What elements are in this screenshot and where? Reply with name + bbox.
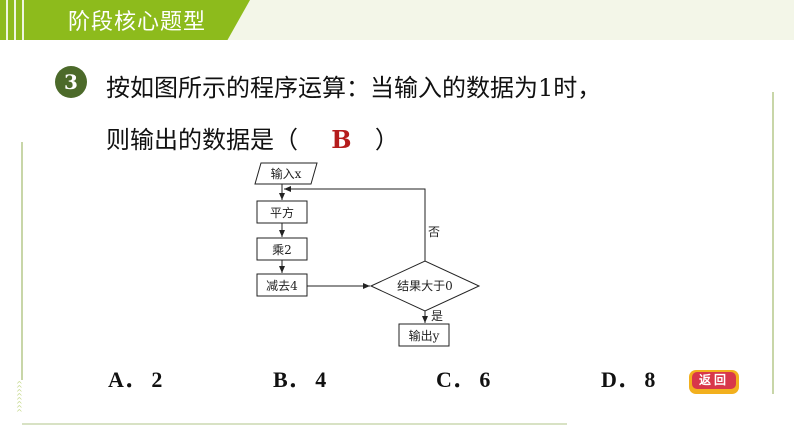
output-label: 输出y [409,328,440,343]
option-a-value: 2 [151,367,163,392]
option-c-value: 6 [479,367,491,392]
chevron-decoration-icon: ^^^^^^^^ [16,380,23,417]
question-text-line1: 按如图所示的程序运算：当输入的数据为1时， [106,74,602,102]
option-b: B． 4 [273,362,326,394]
right-border-line [772,92,774,394]
multiply-label: 乘2 [272,243,292,257]
header-title: 阶段核心题型 [68,10,207,35]
decision-label: 结果大于0 [397,279,453,293]
back-button-label: 返回 [692,372,736,389]
option-b-value: 4 [315,367,327,392]
header-banner: 阶段核心题型 [0,0,250,40]
option-a-label: A． [108,367,146,392]
input-node [254,162,318,185]
option-d-label: D． [601,367,639,392]
bottom-border-line [22,423,567,425]
back-button[interactable]: 返回 [689,370,739,394]
input-label: 输入x [271,166,302,181]
answer-choice: B [331,125,352,154]
question-text-line2: 则输出的数据是（ B ） [106,120,399,155]
yes-branch-label: 是 [431,309,443,323]
output-node [398,323,450,347]
decision-node [369,260,481,312]
option-a: A． 2 [108,362,162,394]
option-c-label: C． [436,367,474,392]
option-d-value: 8 [644,367,656,392]
left-border-line [21,142,23,380]
option-c: C． 6 [436,362,490,394]
subtract-label: 减去4 [266,279,298,293]
question-prefix: 则输出的数据是（ [106,126,298,154]
square-label: 平方 [270,205,294,220]
subtract-node [256,273,308,297]
question-suffix: ） [374,126,399,154]
option-b-label: B． [273,367,310,392]
option-d: D． 8 [601,362,655,394]
question-number-badge: 3 [55,66,87,98]
no-branch-label: 否 [428,225,440,239]
